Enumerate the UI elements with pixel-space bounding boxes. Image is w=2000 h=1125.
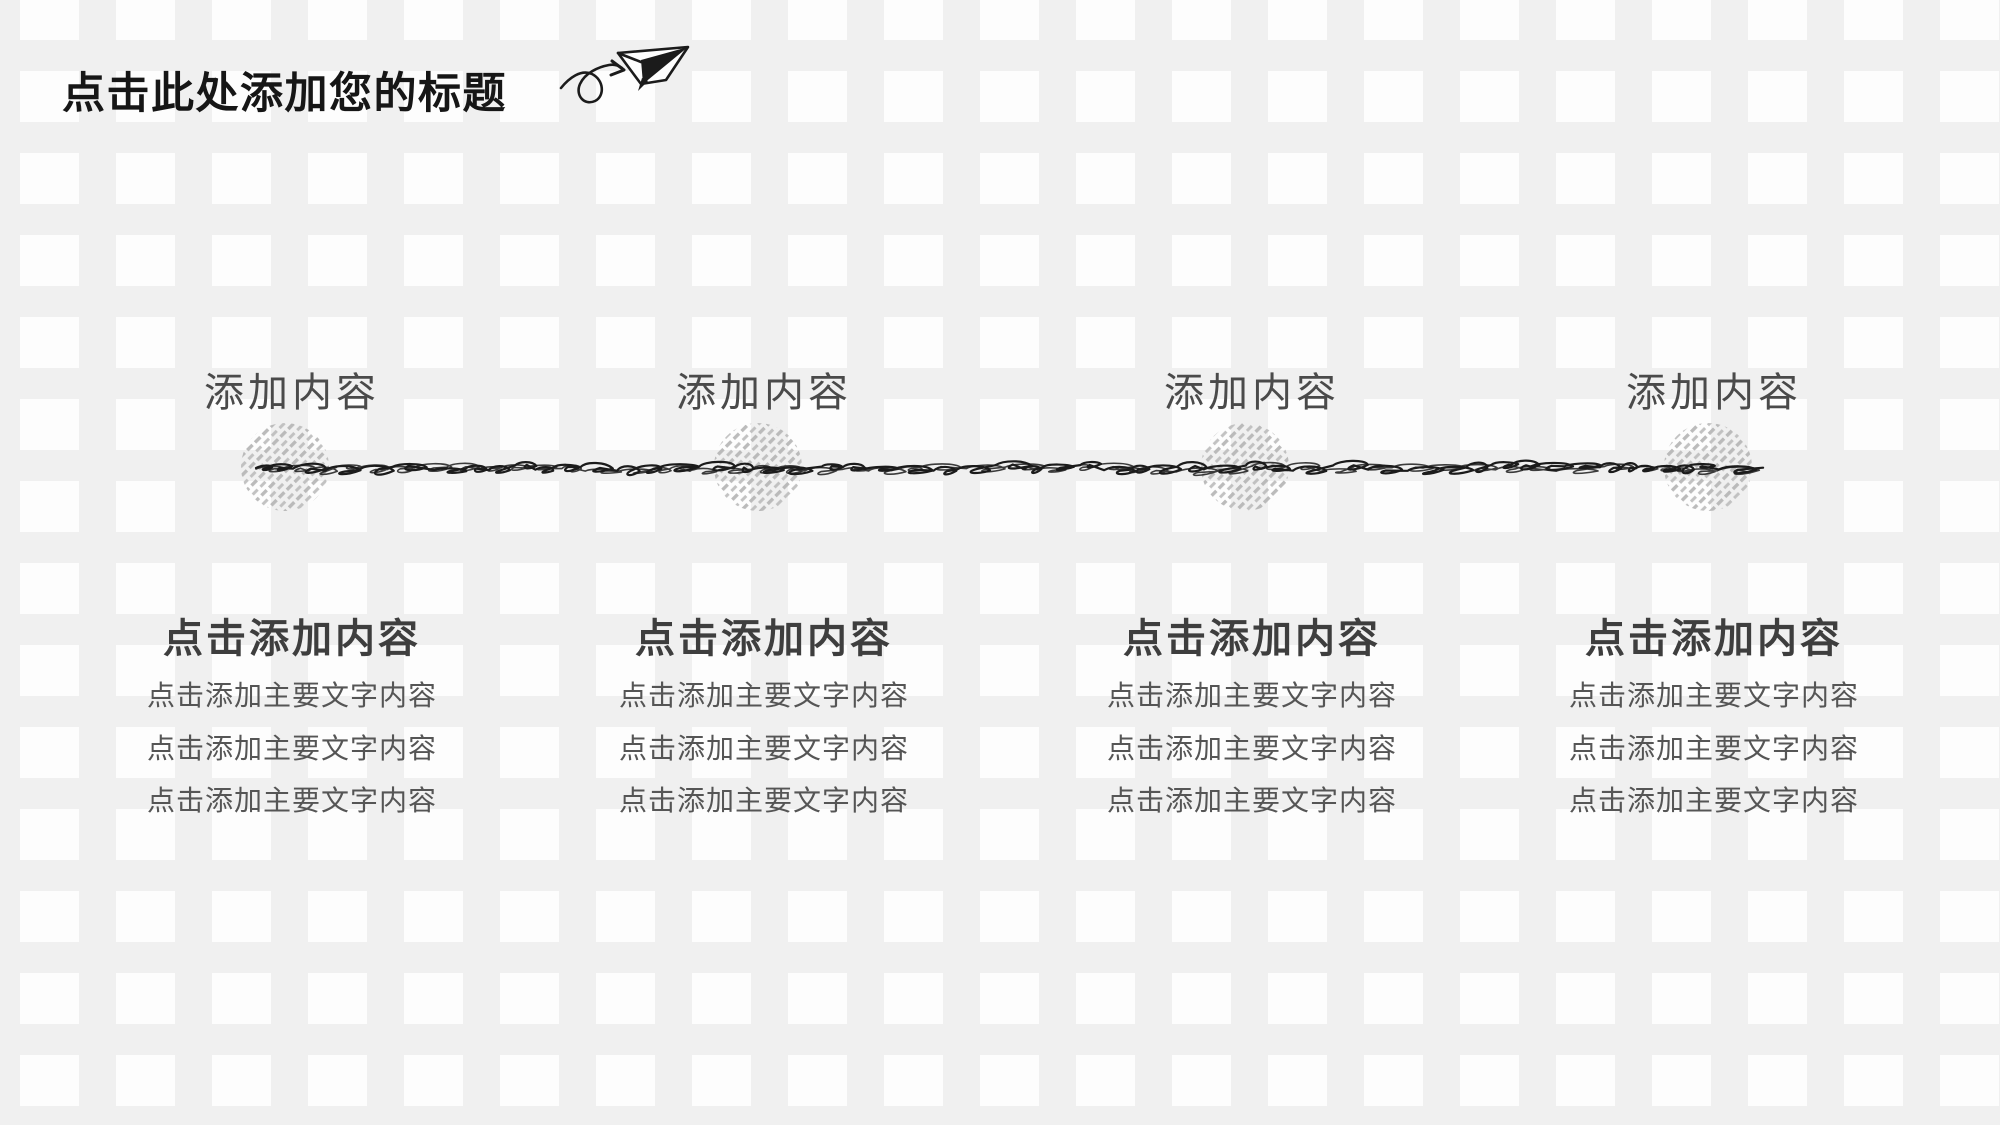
plane-fold-line (616, 51, 643, 64)
node-body[interactable]: 点击添加主要文字内容 点击添加主要文字内容 点击添加主要文字内容 (584, 670, 944, 828)
node-heading[interactable]: 点击添加内容 (635, 617, 893, 661)
node-body-line[interactable]: 点击添加主要文字内容 (618, 732, 909, 764)
node-body-line[interactable]: 点击添加主要文字内容 (1106, 732, 1397, 764)
node-marker-circle (1201, 423, 1289, 511)
node-heading[interactable]: 点击添加内容 (1123, 617, 1381, 661)
node-body-line[interactable]: 点击添加主要文字内容 (1106, 680, 1397, 711)
node-body[interactable]: 点击添加主要文字内容 点击添加主要文字内容 点击添加主要文字内容 (1534, 670, 1894, 828)
node-heading[interactable]: 点击添加内容 (1585, 617, 1843, 661)
scribble-line-overlay (255, 461, 1761, 477)
node-body-line[interactable]: 点击添加主要文字内容 (1106, 785, 1397, 816)
node-heading[interactable]: 点击添加内容 (163, 617, 421, 661)
node-body-line[interactable]: 点击添加主要文字内容 (618, 785, 909, 816)
title-row: 点击此处添加您的标题 (62, 60, 507, 120)
node-body[interactable]: 点击添加主要文字内容 点击添加主要文字内容 点击添加主要文字内容 (1072, 670, 1432, 828)
node-label[interactable]: 添加内容 (1626, 371, 1802, 415)
node-body-line[interactable]: 点击添加主要文字内容 (146, 785, 437, 816)
node-label[interactable]: 添加内容 (676, 371, 852, 415)
timeline-column-2: 添加内容 点击添加内容 点击添加主要文字内容 点击添加主要文字内容 点击添加主要… (584, 0, 944, 1125)
swirl-arrow-tail (559, 63, 624, 104)
node-body-line[interactable]: 点击添加主要文字内容 (146, 680, 437, 711)
node-body-line[interactable]: 点击添加主要文字内容 (1568, 680, 1859, 711)
timeline-column-4: 添加内容 点击添加内容 点击添加主要文字内容 点击添加主要文字内容 点击添加主要… (1534, 0, 1894, 1125)
swirl-arrowhead (609, 59, 626, 77)
slide-title[interactable]: 点击此处添加您的标题 (62, 70, 507, 118)
plane-fuselage (641, 47, 688, 84)
node-body-line[interactable]: 点击添加主要文字内容 (1568, 785, 1859, 816)
paper-plane-icon (559, 45, 690, 104)
timeline-column-1: 添加内容 点击添加内容 点击添加主要文字内容 点击添加主要文字内容 点击添加主要… (112, 0, 472, 1125)
node-body-line[interactable]: 点击添加主要文字内容 (146, 732, 437, 764)
plane-flap (638, 78, 648, 91)
node-body-line[interactable]: 点击添加主要文字内容 (1568, 732, 1859, 764)
node-body-line[interactable]: 点击添加主要文字内容 (618, 680, 909, 711)
node-body[interactable]: 点击添加主要文字内容 点击添加主要文字内容 点击添加主要文字内容 (112, 670, 472, 828)
node-label[interactable]: 添加内容 (204, 371, 380, 415)
timeline-column-3: 添加内容 点击添加内容 点击添加主要文字内容 点击添加主要文字内容 点击添加主要… (1072, 0, 1432, 1125)
node-label[interactable]: 添加内容 (1164, 371, 1340, 415)
